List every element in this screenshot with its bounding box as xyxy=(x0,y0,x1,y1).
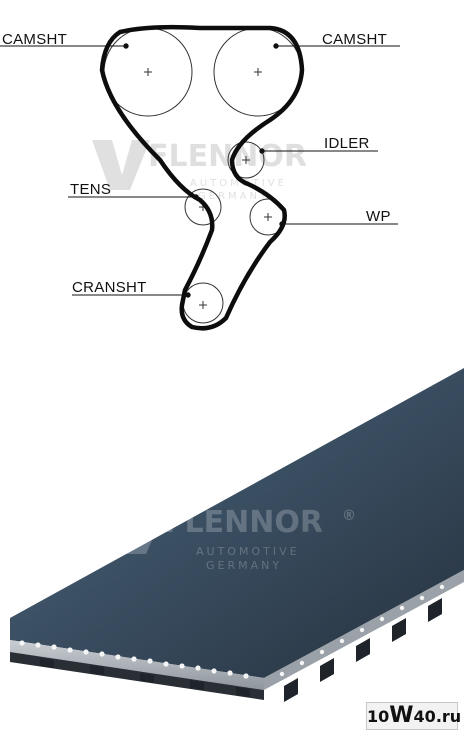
timing-belt-photo: FLENNOR ® AUTOMOTIVE GERMANY xyxy=(10,368,464,702)
photo-watermark-registered: ® xyxy=(342,508,356,524)
diagram-watermark: FLENNOR AUTOMOTIVE GERMANY xyxy=(92,139,307,202)
timing-belt-path xyxy=(99,24,305,331)
belt-cords xyxy=(19,584,445,679)
watermark-line2: GERMANY xyxy=(198,191,269,202)
photo-watermark-line1: AUTOMOTIVE xyxy=(196,545,300,558)
belt-top-surface xyxy=(10,368,464,678)
site-logo-prefix: 10 xyxy=(367,707,390,726)
flennor-logo-mark-icon xyxy=(108,508,166,554)
label-camshaft-left: CAMSHT xyxy=(2,31,67,48)
label-idler: IDLER xyxy=(324,135,370,152)
site-logo-big: W xyxy=(389,703,414,728)
flennor-logo-mark-icon xyxy=(92,140,150,190)
site-logo-tld: .ru xyxy=(435,707,462,726)
belt-front-edge xyxy=(10,640,264,690)
watermark-brand: FLENNOR xyxy=(148,139,307,174)
label-camshaft-right: CAMSHT xyxy=(322,31,387,48)
site-logo-suffix: 40 xyxy=(413,707,436,726)
site-logo-badge: 10W40.ru xyxy=(366,702,462,730)
label-tensioner: TENS xyxy=(70,181,111,198)
belt-routing-diagram: FLENNOR AUTOMOTIVE GERMANY CAMSHT CAMSHT xyxy=(0,24,400,331)
photo-watermark: FLENNOR ® AUTOMOTIVE GERMANY xyxy=(108,505,356,572)
label-water-pump: WP xyxy=(366,208,391,225)
tensioner-pulley xyxy=(184,188,222,226)
photo-watermark-brand: FLENNOR xyxy=(164,505,323,540)
label-crankshaft: CRANSHT xyxy=(72,279,147,296)
label-leader-lines xyxy=(0,43,400,298)
photo-watermark-line2: GERMANY xyxy=(206,559,282,572)
watermark-line1: AUTOMOTIVE xyxy=(190,178,287,189)
belt-teeth xyxy=(40,598,442,702)
idler-pulley xyxy=(227,141,265,179)
